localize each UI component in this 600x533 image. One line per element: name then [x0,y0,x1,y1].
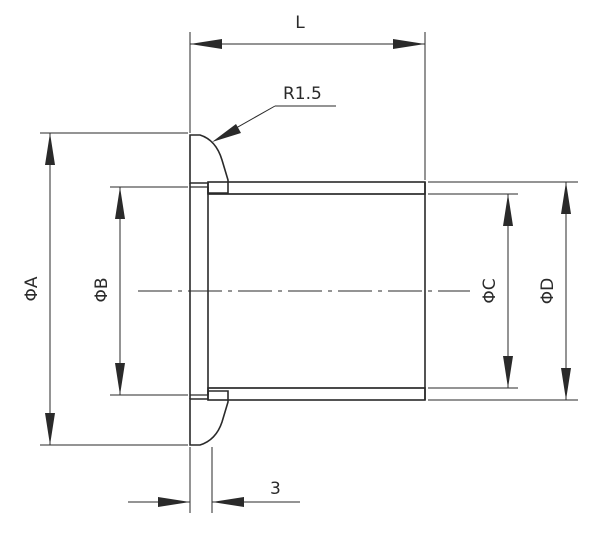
tube-wall-bottom [207,387,426,401]
label-r: R1.5 [283,84,322,104]
arrow-d-top [561,182,571,214]
label-d: ΦD [538,278,558,304]
flange-top-section [189,134,229,194]
arrow-r [212,124,241,142]
label-a: ΦA [22,276,42,301]
arrow-c-top [503,194,513,226]
tube-wall-top [207,181,426,195]
arrow-a-bottom [45,413,55,445]
arrow-3-left [158,497,190,507]
arrow-l-right [393,39,425,49]
arrow-c-bottom [503,356,513,388]
arrow-l-left [190,39,222,49]
arrow-b-top [115,187,125,219]
flange-bottom-section [189,390,229,446]
label-c: ΦC [480,278,500,303]
arrow-b-bottom [115,363,125,395]
label-3: 3 [270,479,281,499]
label-b: ΦB [92,277,112,302]
label-l: L [295,13,305,33]
arrow-a-top [45,133,55,165]
arrow-3-right [212,497,244,507]
arrow-d-bottom [561,368,571,400]
